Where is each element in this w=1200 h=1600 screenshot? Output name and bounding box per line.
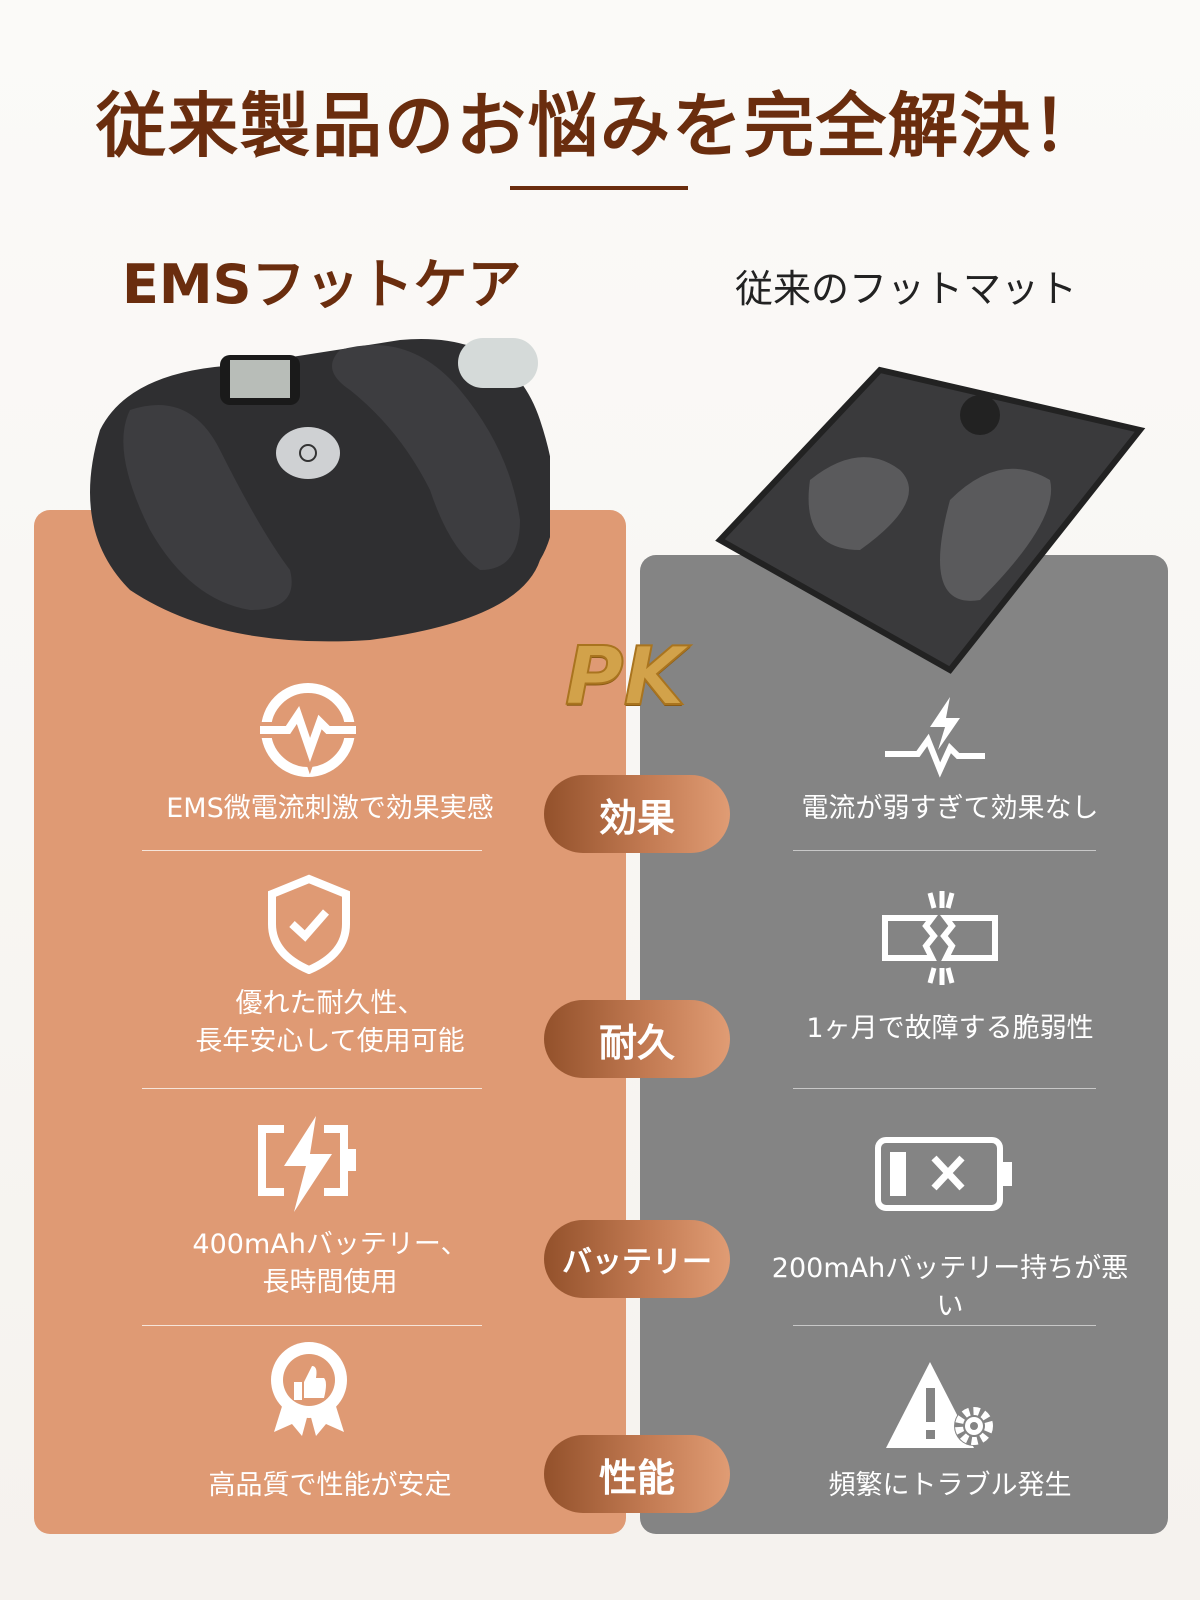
mat-performance-text: 頻繁にトラブル発生 — [760, 1467, 1140, 1505]
pill-effect: 効果 — [544, 775, 730, 853]
shield-check-icon — [268, 874, 350, 974]
text-line: 高品質で性能が安定 — [208, 1470, 452, 1501]
ems-heading: EMSフットケア — [122, 253, 522, 316]
pk-logo: PK — [564, 629, 687, 724]
title-underline — [510, 186, 688, 190]
text-line: 長時間使用 — [262, 1267, 398, 1298]
divider — [142, 1325, 482, 1326]
conventional-foot-mat-image — [715, 366, 1146, 674]
mat-durability-text: 1ヶ月で故障する脆弱性 — [760, 1010, 1140, 1048]
text-line: 優れた耐久性、 — [235, 988, 425, 1019]
broken-icon — [882, 891, 998, 985]
text-line: EMS微電流刺激で効果実感 — [166, 793, 494, 824]
battery-empty-icon — [875, 1137, 1012, 1211]
mat-battery-text: 200mAhバッテリー持ちが悪い — [760, 1250, 1140, 1326]
divider — [793, 1088, 1096, 1089]
divider — [142, 850, 482, 851]
text-line: 400mAhバッテリー、 — [192, 1229, 468, 1260]
pill-battery: バッテリー — [544, 1220, 730, 1298]
text-line: 200mAhバッテリー持ちが悪い — [771, 1253, 1129, 1322]
ems-battery-text: 400mAhバッテリー、長時間使用 — [34, 1226, 626, 1302]
text-line: 1ヶ月で故障する脆弱性 — [806, 1013, 1094, 1044]
pill-performance: 性能 — [544, 1435, 730, 1513]
conventional-heading: 従来のフットマット — [735, 267, 1078, 311]
weak-pulse-icon — [885, 697, 985, 778]
ems-performance-text: 高品質で性能が安定 — [34, 1467, 626, 1505]
battery-charging-icon — [258, 1116, 356, 1212]
page-title: 従来製品のお悩みを完全解決！ — [96, 85, 1104, 167]
text-line: 頻繁にトラブル発生 — [828, 1470, 1072, 1501]
pulse-circle-icon — [260, 683, 356, 777]
divider — [142, 1088, 482, 1089]
divider — [793, 1325, 1096, 1326]
ems-durability-text: 優れた耐久性、長年安心して使用可能 — [34, 985, 626, 1061]
ems-foot-device-image — [90, 338, 550, 642]
divider — [793, 850, 1096, 851]
pill-durability: 耐久 — [544, 1000, 730, 1078]
thumbs-up-badge-icon — [271, 1342, 347, 1436]
warning-gear-icon — [886, 1362, 994, 1448]
text-line: 長年安心して使用可能 — [195, 1026, 465, 1057]
ems-effect-text: EMS微電流刺激で効果実感 — [34, 790, 626, 828]
mat-effect-text: 電流が弱すぎて効果なし — [760, 790, 1140, 828]
text-line: 電流が弱すぎて効果なし — [801, 793, 1099, 824]
